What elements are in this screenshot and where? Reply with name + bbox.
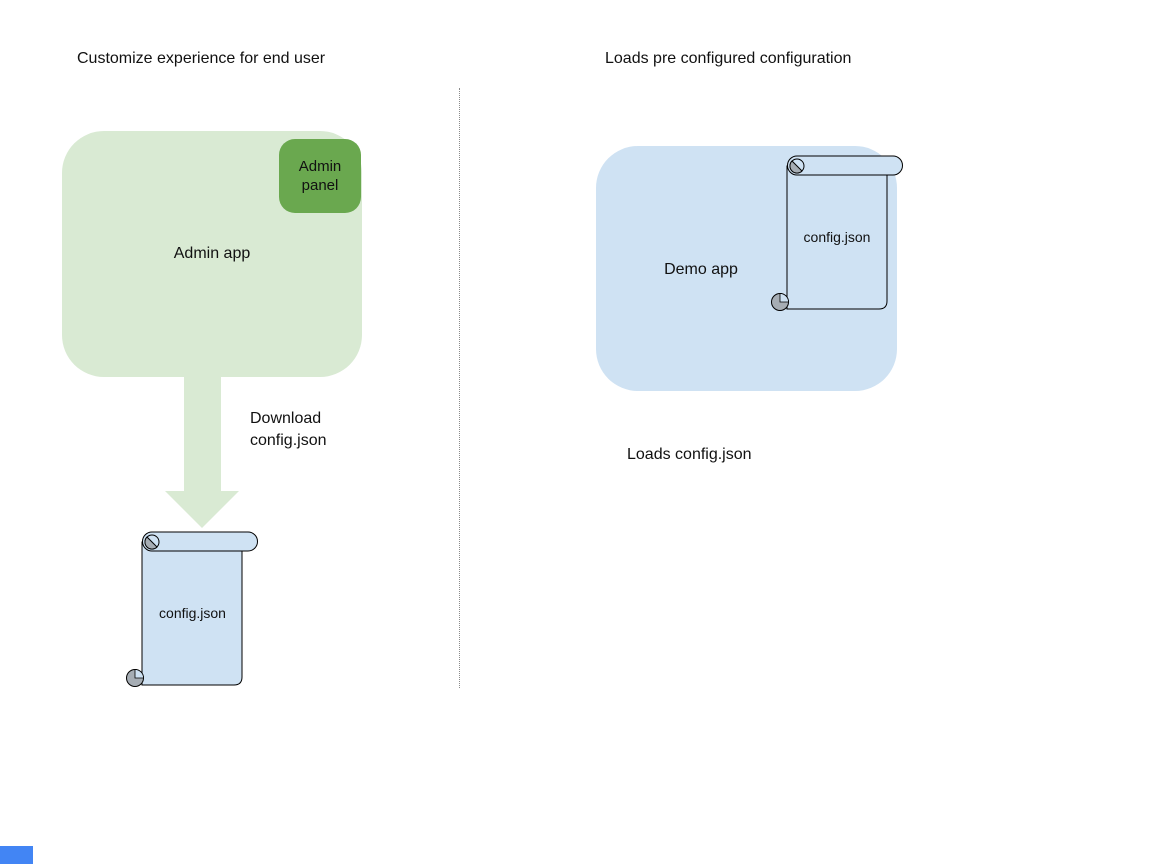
section-divider xyxy=(459,88,460,688)
down-arrow-shaft xyxy=(184,377,221,492)
scroll-top-roll xyxy=(787,155,903,176)
down-arrow-head xyxy=(165,491,239,528)
admin-panel-label: Admin panel xyxy=(298,158,342,194)
admin-app-label: Admin app xyxy=(173,245,251,262)
scroll-top-curl-shade xyxy=(144,536,158,550)
right-section-title: Loads pre configured configuration xyxy=(605,50,852,67)
download-caption-line1: Download xyxy=(250,410,322,427)
config-file-scroll-icon xyxy=(126,531,258,687)
corner-marker xyxy=(0,846,33,864)
scroll-body xyxy=(786,165,888,310)
scroll-bottom-curl-notch xyxy=(134,669,144,679)
scroll-bottom-curl-notch xyxy=(779,293,789,303)
scroll-body xyxy=(141,541,243,686)
download-caption: Download config.json xyxy=(250,408,327,452)
config-file-label-right: config.json xyxy=(803,229,871,245)
scroll-top-curl-shade xyxy=(789,160,803,174)
admin-panel-box: Admin panel xyxy=(279,139,361,213)
config-file-label-left: config.json xyxy=(159,605,226,621)
demo-app-label: Demo app xyxy=(664,261,738,278)
download-caption-line2: config.json xyxy=(250,432,327,449)
config-file-scroll-icon xyxy=(771,155,903,311)
scroll-top-roll xyxy=(142,531,258,552)
left-section-title: Customize experience for end user xyxy=(77,50,326,67)
loads-caption: Loads config.json xyxy=(627,446,752,463)
